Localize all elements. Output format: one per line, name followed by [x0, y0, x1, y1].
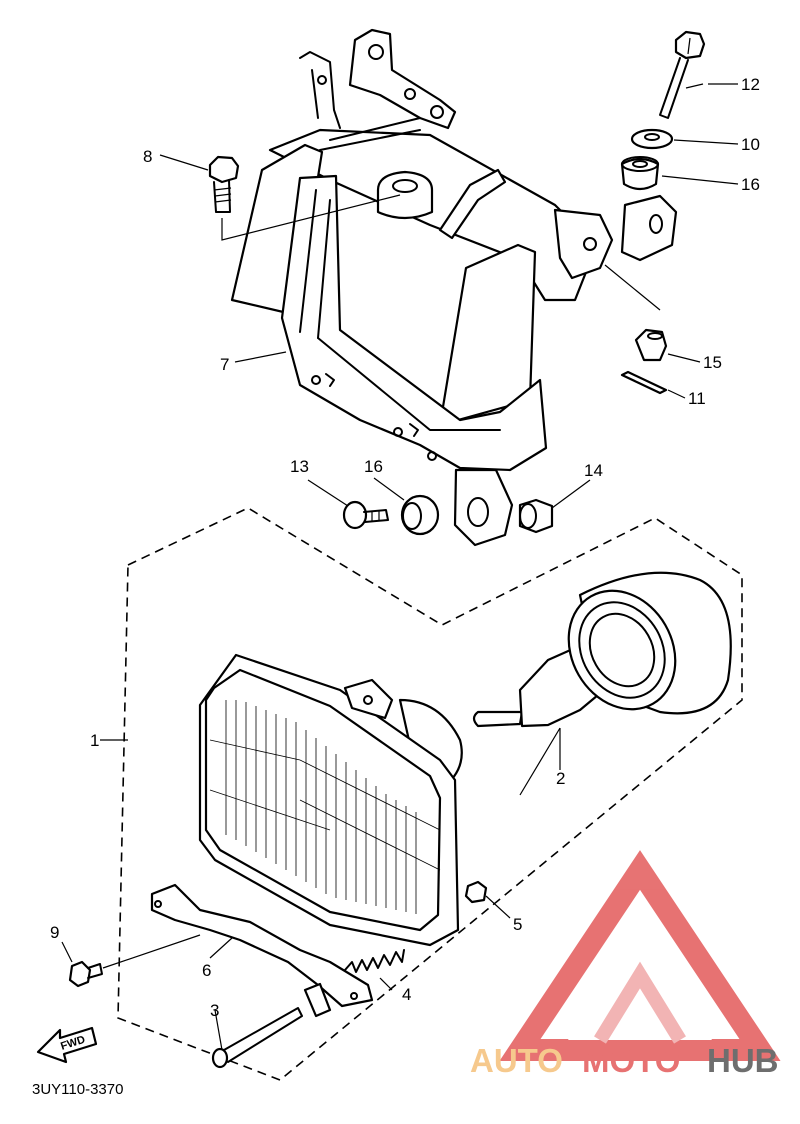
callout-12: 12 — [741, 75, 760, 94]
screw-3 — [211, 1007, 303, 1069]
callout-8: 8 — [143, 147, 152, 166]
leader-lines — [61, 83, 739, 1051]
callout-2: 2 — [556, 769, 565, 788]
callout-13: 13 — [290, 457, 309, 476]
grommet-16-lower — [400, 494, 440, 536]
callout-1: 1 — [90, 731, 99, 750]
collar-14 — [518, 498, 554, 534]
bolt-12 — [659, 30, 706, 119]
callout-14: 14 — [584, 461, 603, 480]
callout-16-upper: 16 — [741, 175, 760, 194]
headlight-stay-bracket — [268, 28, 678, 302]
watermark-text-moto: MOTO — [582, 1042, 680, 1079]
watermark-logo: AUTO MOTO HUB — [470, 850, 781, 1079]
fwd-arrow-icon: FWD — [36, 1026, 98, 1064]
grommet-16-upper — [620, 156, 660, 191]
headlight-panel — [230, 143, 548, 547]
watermark-text-hub: HUB — [707, 1042, 779, 1079]
callout-4: 4 — [402, 985, 411, 1004]
callout-9: 9 — [50, 923, 59, 942]
headlight-unit — [198, 653, 488, 947]
diagram-code: 3UY110-3370 — [32, 1081, 123, 1098]
spring-4 — [344, 949, 405, 973]
screw-13 — [342, 500, 389, 530]
bolt-9 — [68, 934, 201, 988]
callout-5: 5 — [513, 915, 522, 934]
collar-15 — [604, 264, 668, 362]
bracket-6 — [150, 883, 374, 1018]
callout-16-lower: 16 — [364, 457, 383, 476]
callout-3: 3 — [210, 1001, 219, 1020]
socket-cover — [567, 571, 732, 715]
nut-5 — [464, 880, 488, 904]
watermark-text-auto: AUTO — [470, 1042, 563, 1079]
bolt-8 — [208, 155, 401, 241]
callout-15: 15 — [703, 353, 722, 372]
callout-11: 11 — [688, 389, 706, 408]
pin-11 — [620, 370, 668, 395]
callout-labels: 1 2 3 4 5 6 7 8 9 10 11 12 13 14 15 16 1… — [50, 75, 760, 1020]
callout-7: 7 — [220, 355, 229, 374]
callout-6: 6 — [202, 961, 211, 980]
washer-10 — [630, 128, 674, 150]
callout-10: 10 — [741, 135, 760, 154]
